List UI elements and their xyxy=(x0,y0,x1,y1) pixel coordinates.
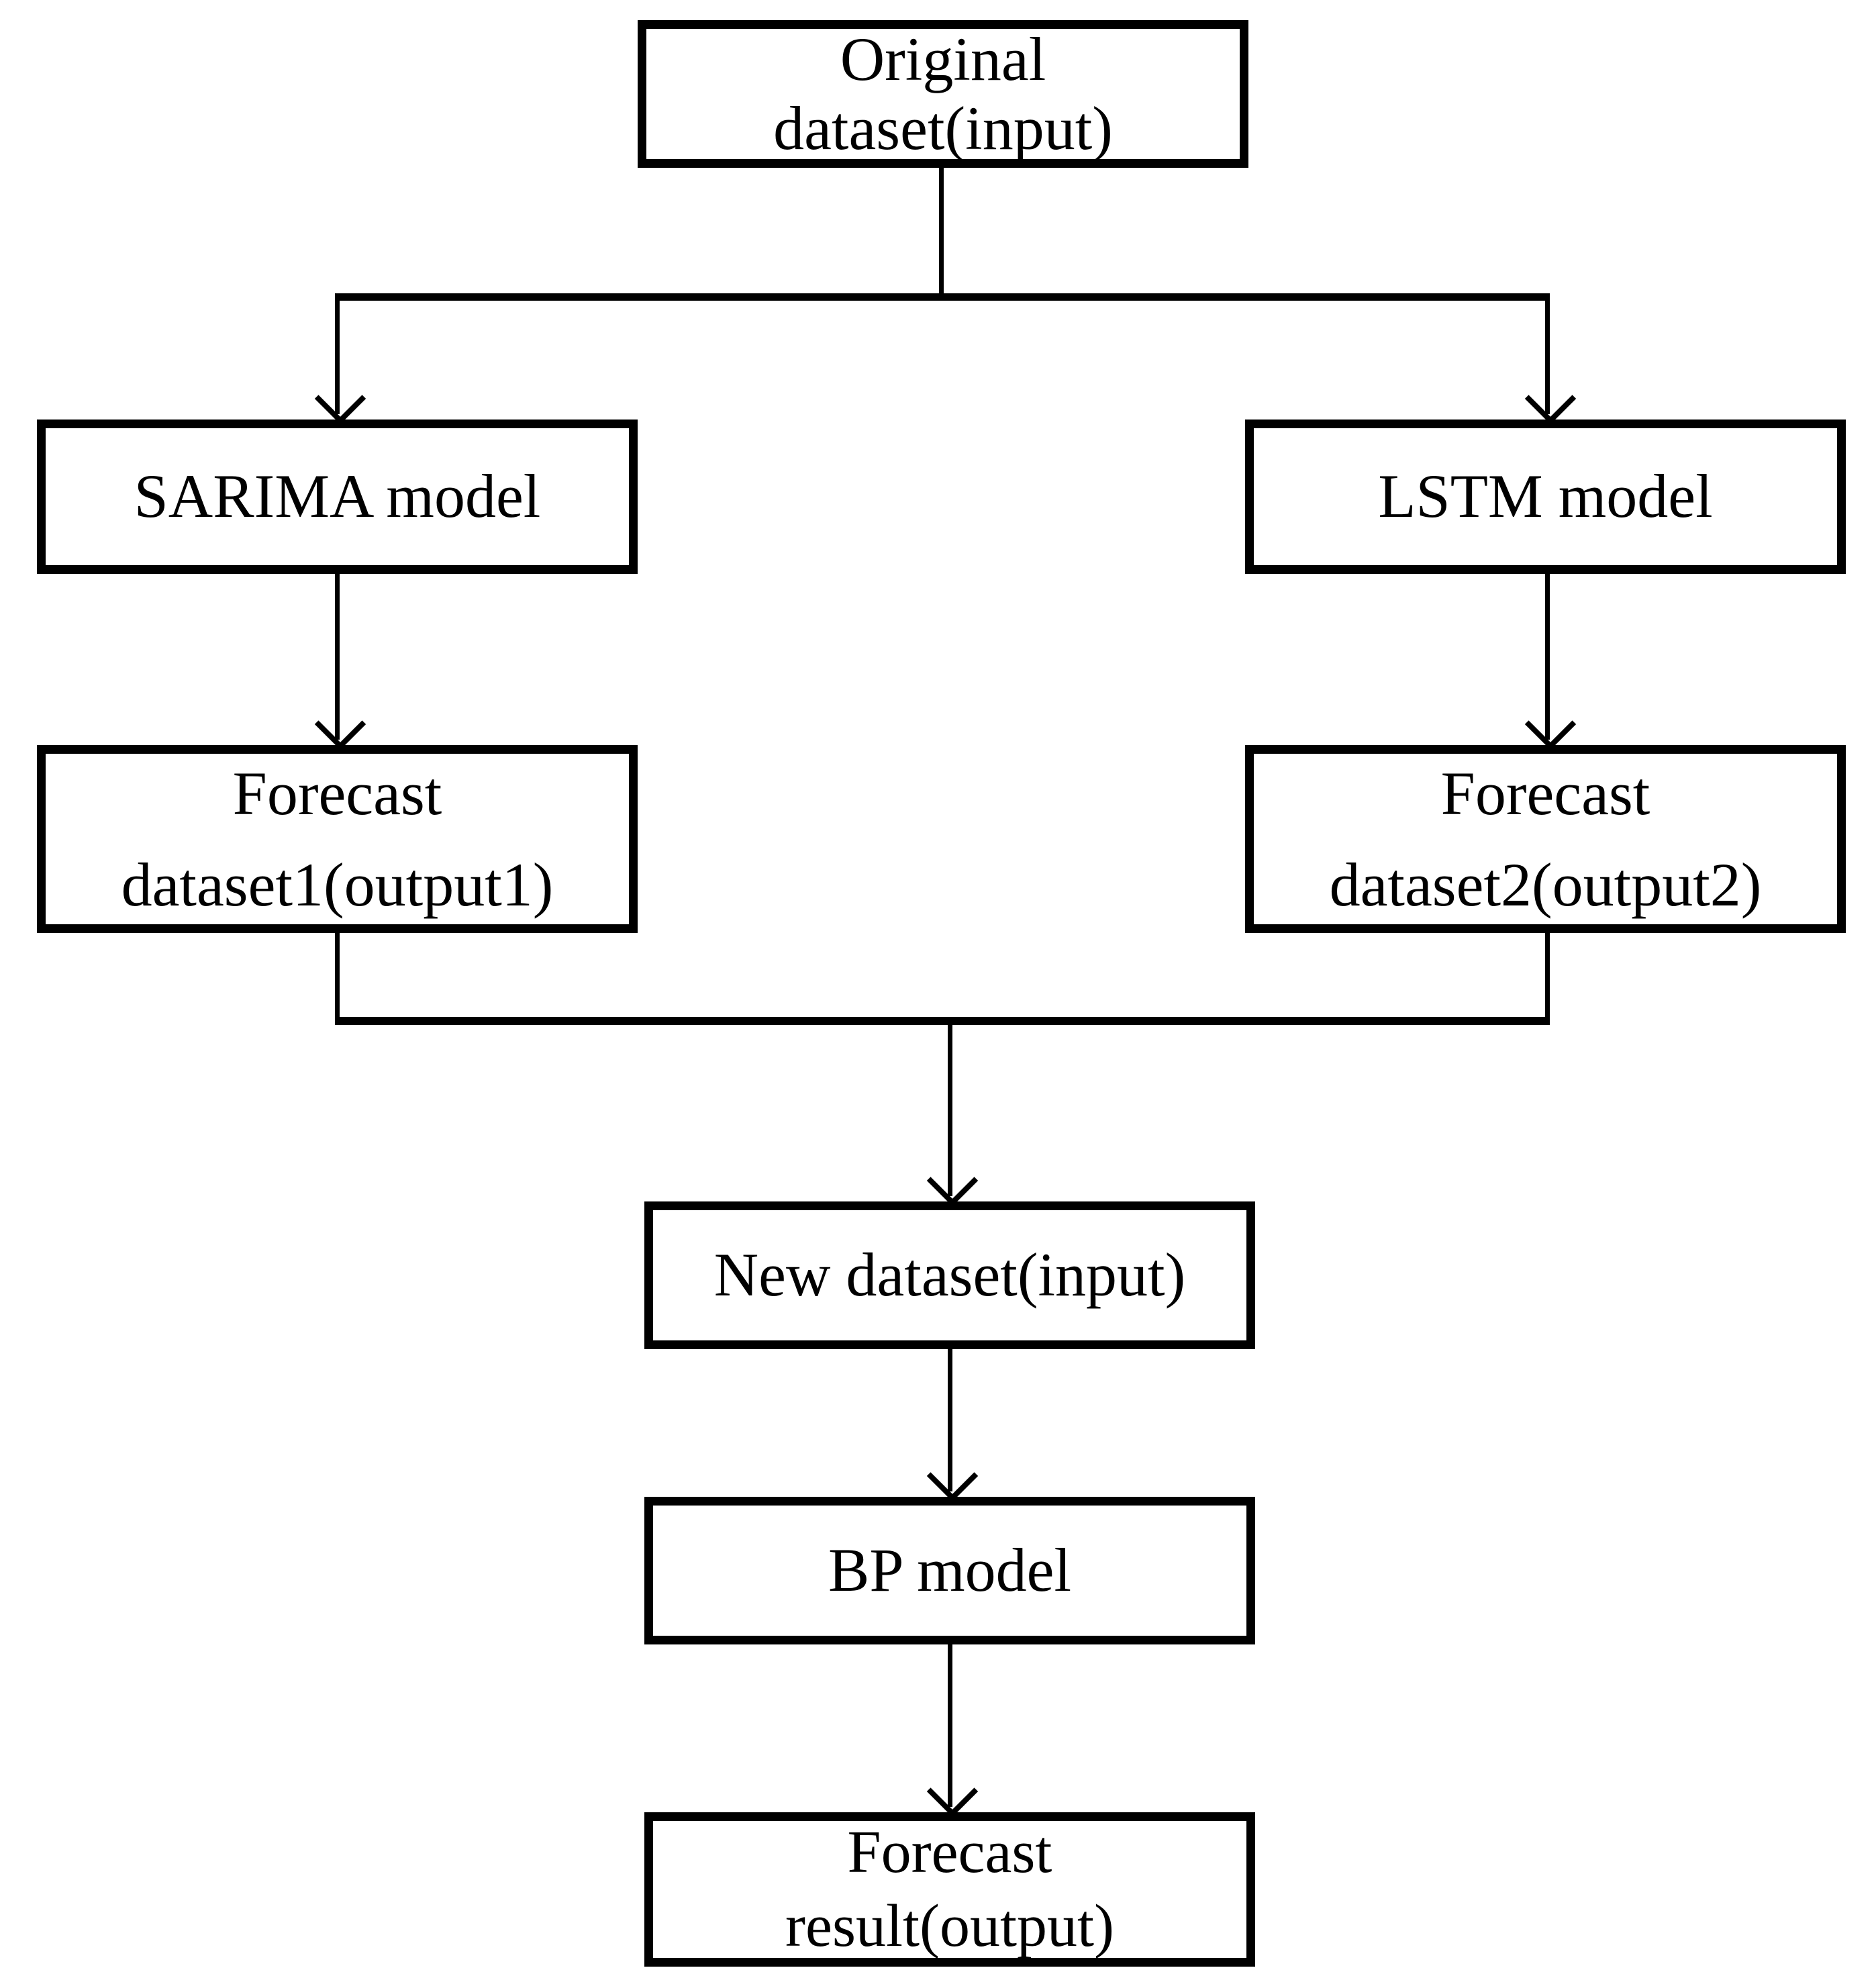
edge-merge-to-newdataset-line xyxy=(948,1017,952,1196)
node-label: Forecast xyxy=(232,758,442,828)
arrowhead-down-icon xyxy=(926,1154,979,1207)
edge-sarima-to-forecast1-line xyxy=(335,574,340,740)
edge-forecast2-drop-line xyxy=(1545,933,1550,1022)
arrowhead-down-icon xyxy=(926,1450,979,1502)
edge-bp-to-result-line xyxy=(948,1644,952,1807)
node-sarima-model: SARIMA model xyxy=(37,420,638,574)
node-label: Original xyxy=(840,24,1046,93)
node-label: LSTM model xyxy=(1378,462,1713,531)
node-label: result(output) xyxy=(785,1893,1114,1959)
arrowhead-down-icon xyxy=(1524,373,1577,425)
edge-lstm-to-forecast2-line xyxy=(1545,574,1550,740)
node-label: Forecast xyxy=(1440,758,1650,828)
arrowhead-down-icon xyxy=(926,1765,979,1818)
arrowhead-down-icon xyxy=(314,698,366,750)
node-forecast-dataset2: Forecast dataset2(output2) xyxy=(1245,745,1846,933)
arrowhead-down-icon xyxy=(314,373,366,425)
node-label: dataset1(output1) xyxy=(121,850,554,919)
node-forecast-result: Forecast result(output) xyxy=(644,1812,1255,1967)
node-forecast-dataset1: Forecast dataset1(output1) xyxy=(37,745,638,933)
node-bp-model: BP model xyxy=(644,1497,1255,1644)
node-label: BP model xyxy=(828,1536,1072,1605)
edge-branch-rail-line xyxy=(335,293,1550,301)
node-label: dataset(input) xyxy=(773,94,1113,162)
arrowhead-down-icon xyxy=(1524,698,1577,750)
edge-to-lstm-line xyxy=(1545,293,1550,414)
edge-forecast1-drop-line xyxy=(335,933,340,1022)
node-label: Forecast xyxy=(847,1819,1052,1886)
node-new-dataset: New dataset(input) xyxy=(644,1201,1255,1349)
node-label: dataset2(output2) xyxy=(1329,850,1762,919)
edge-original-stem-line xyxy=(939,166,944,295)
edge-merge-rail-line xyxy=(335,1017,1550,1025)
node-label: New dataset(input) xyxy=(713,1240,1186,1310)
node-original-dataset: Original dataset(input) xyxy=(638,20,1248,168)
node-label: SARIMA model xyxy=(134,462,541,531)
edge-to-sarima-line xyxy=(335,293,340,414)
edge-newdataset-to-bp-line xyxy=(948,1349,952,1491)
node-lstm-model: LSTM model xyxy=(1245,420,1846,574)
